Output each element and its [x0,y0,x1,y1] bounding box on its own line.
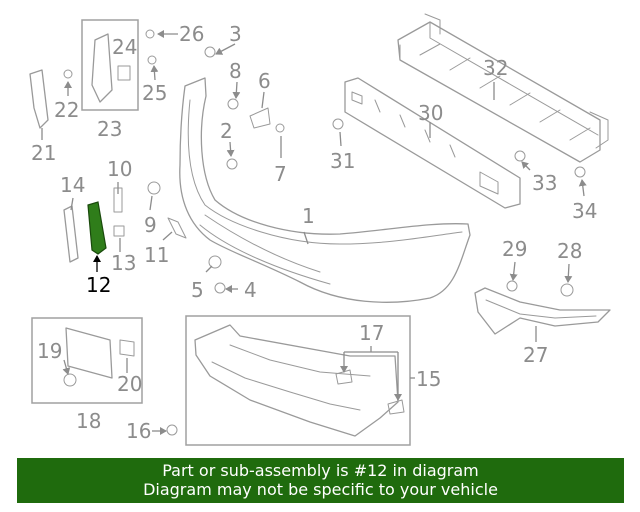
callout-28: 28 [557,239,582,263]
box-group-18 [31,317,143,404]
callout-26: 26 [179,22,204,46]
callout-17: 17 [359,321,384,345]
side-bracket-part [474,287,611,335]
callout-13: 13 [111,251,136,275]
callout-2: 2 [220,119,233,143]
callout-33: 33 [532,171,557,195]
callout-8: 8 [229,59,242,83]
callout-23: 23 [97,117,122,141]
callout-5: 5 [191,278,204,302]
callout-10: 10 [107,157,132,181]
callout-30: 30 [418,101,443,125]
energy-absorber-part [344,77,521,209]
callout-15: 15 [416,367,441,391]
box-group-15 [185,315,411,446]
callout-12-highlighted: 12 [86,273,111,297]
callout-1: 1 [302,204,315,228]
bracket-18-part [65,327,135,379]
callout-18: 18 [76,409,101,433]
leader-lines [41,30,587,435]
bracket-14-part [63,205,79,263]
bumper-cover-part [179,77,471,303]
callout-20: 20 [117,372,142,396]
callout-22: 22 [54,98,79,122]
callout-6: 6 [258,69,271,93]
callout-34: 34 [572,199,597,223]
callout-31: 31 [330,149,355,173]
callout-21: 21 [31,141,56,165]
bracket-21-part [29,69,49,129]
callout-4: 4 [244,278,257,302]
callout-27: 27 [523,343,548,367]
callout-11: 11 [144,243,169,267]
callout-32: 32 [483,56,508,80]
under-cover-part [194,324,399,437]
box-group-23 [81,19,139,111]
banner-line-2: Diagram may not be specific to your vehi… [143,480,498,499]
callout-9: 9 [144,213,157,237]
fasteners [63,29,586,436]
callout-7: 7 [274,162,287,186]
bracket-24-part [91,33,131,103]
callout-29: 29 [502,237,527,261]
info-banner: Part or sub-assembly is #12 in diagram D… [17,458,624,503]
bracket-12-highlighted-part [87,201,107,255]
callout-25: 25 [142,81,167,105]
callout-14: 14 [60,173,85,197]
callout-24: 24 [112,35,137,59]
reinforcement-bar-part [397,13,609,163]
callout-19: 19 [37,339,62,363]
banner-line-1: Part or sub-assembly is #12 in diagram [162,461,479,480]
callout-3: 3 [229,22,242,46]
callout-16: 16 [126,419,151,443]
callout-labels: 1 2 3 4 5 6 7 8 9 10 11 12 13 14 15 16 1… [31,22,597,443]
